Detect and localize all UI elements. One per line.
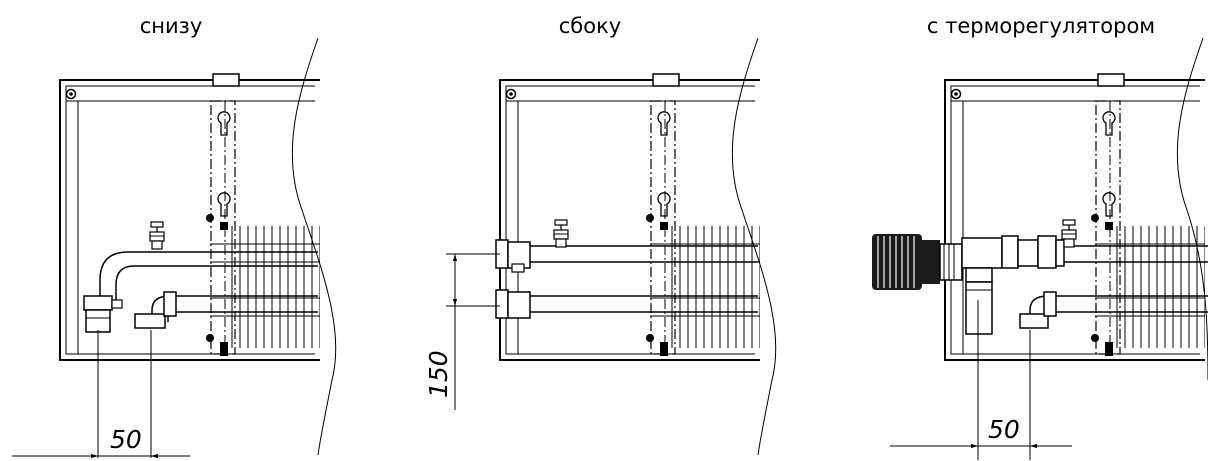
thermostat-head: [872, 234, 963, 290]
panel-thermostat-connection: 50: [872, 37, 1208, 460]
panel-title-thermostat: с терморегулятором: [926, 14, 1156, 38]
panel-bottom-connection: 50: [12, 37, 337, 459]
panel-side-connection: 150: [424, 37, 777, 456]
panel-title-bottom: снизу: [139, 14, 203, 38]
dimension-label-thermostat: 50: [988, 415, 1020, 444]
dimension-label-side: 150: [424, 350, 453, 398]
dimension-label-bottom: 50: [110, 425, 142, 454]
panel-title-side: сбоку: [558, 14, 622, 38]
